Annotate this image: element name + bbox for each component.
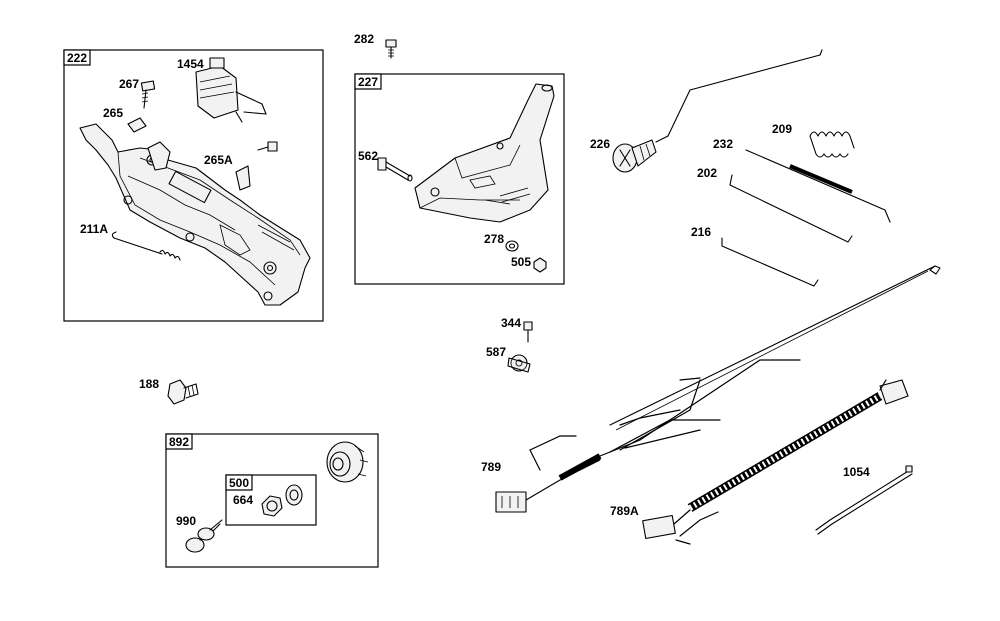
group-500-frame (225, 474, 317, 526)
callout-1454: 1454 (177, 57, 204, 71)
callout-587: 587 (486, 345, 506, 359)
callout-265: 265 (103, 106, 123, 120)
group-227-frame (354, 73, 565, 285)
callout-278: 278 (484, 232, 504, 246)
callout-990: 990 (176, 514, 196, 528)
part-282-screw (385, 39, 397, 59)
callout-188: 188 (139, 377, 159, 391)
part-232-spring-rod (745, 149, 891, 223)
callout-267: 267 (119, 77, 139, 91)
ignition-switch (326, 441, 369, 483)
callout-1054: 1054 (843, 465, 870, 479)
part-990-keys (185, 519, 223, 553)
part-265A-bracket (235, 165, 251, 191)
callout-226: 226 (590, 137, 610, 151)
callout-202: 202 (697, 166, 717, 180)
callout-232: 232 (713, 137, 733, 151)
callout-664: 664 (233, 493, 253, 507)
part-789A-harness (642, 379, 909, 545)
callout-562: 562 (358, 149, 378, 163)
part-562-bolt (377, 157, 413, 182)
callout-216: 216 (691, 225, 711, 239)
group-892-tag (165, 433, 193, 450)
group-500-tag (225, 474, 253, 491)
group-500-label: 500 (229, 476, 249, 490)
part-587-clamp (507, 354, 531, 373)
part-211A-spring (111, 231, 181, 261)
part-664-lockwasher (285, 484, 303, 506)
part-265-clip (127, 117, 147, 133)
group-227: 227 (354, 73, 565, 285)
callout-789: 789 (481, 460, 501, 474)
part-screw-265A (257, 141, 278, 152)
part-664-nut (261, 495, 283, 517)
group-227-label: 227 (358, 75, 378, 89)
group-222-label: 222 (67, 51, 87, 65)
callout-789A: 789A (610, 504, 639, 518)
part-789-harness (495, 359, 801, 513)
callout-265A: 265A (204, 153, 233, 167)
callout-344: 344 (501, 316, 521, 330)
part-202-rod (729, 174, 853, 243)
control-plate-assembly (414, 83, 555, 223)
control-bracket-assembly (79, 123, 311, 306)
part-216-rod (721, 237, 819, 287)
part-1454-switch (195, 57, 267, 123)
group-892-label: 892 (169, 435, 189, 449)
part-267-screw (140, 80, 156, 109)
callout-209: 209 (772, 122, 792, 136)
part-188-bolt (167, 379, 199, 405)
group-500: 500 (225, 474, 317, 526)
part-209-spring (809, 131, 855, 158)
throttle-cable (609, 265, 941, 431)
callout-211A: 211A (80, 222, 108, 236)
group-222-tag (63, 49, 91, 66)
group-222: 222 (63, 49, 324, 322)
callout-282: 282 (354, 32, 374, 46)
part-505-nut (533, 257, 547, 273)
callout-505: 505 (511, 255, 531, 269)
group-222-frame (63, 49, 324, 322)
group-892-frame (165, 433, 379, 568)
group-227-tag (354, 73, 382, 90)
part-226-choke-knob (612, 49, 823, 173)
part-278-washer (505, 240, 519, 252)
part-1054-tie (815, 465, 913, 535)
part-344-screw (523, 321, 533, 343)
group-892: 892 (165, 433, 379, 568)
